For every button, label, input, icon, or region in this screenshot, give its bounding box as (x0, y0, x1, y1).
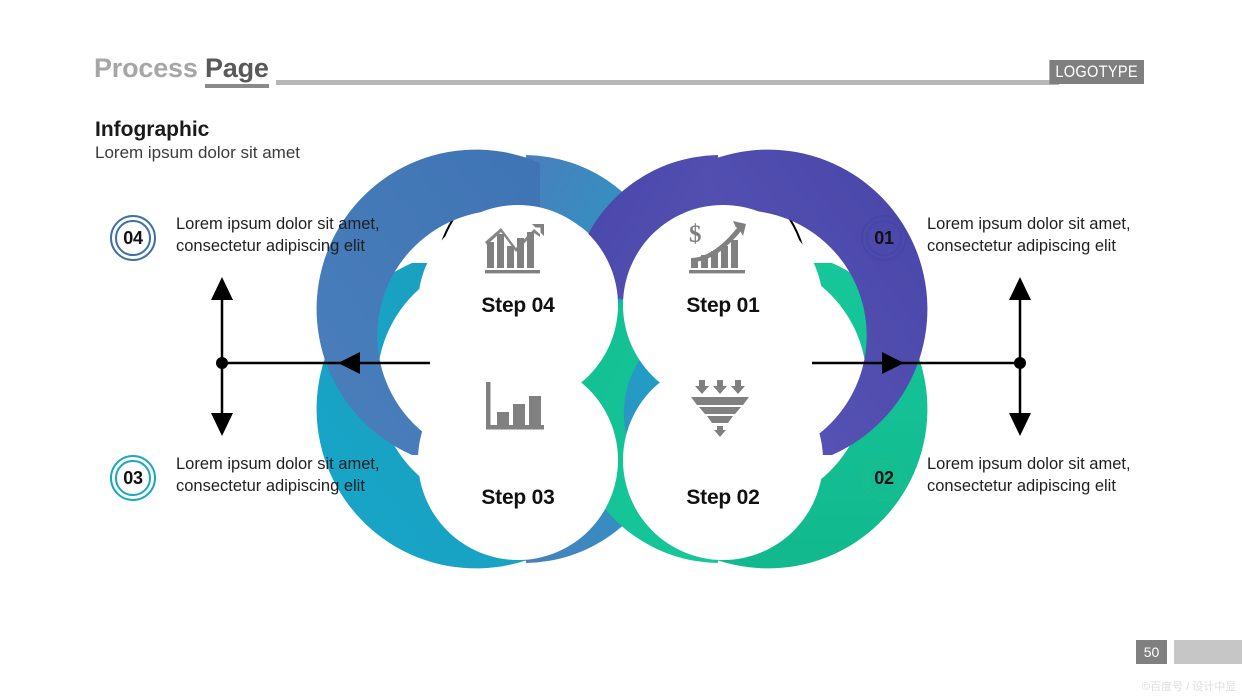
callout-04-badge: 04 (110, 215, 156, 261)
callout-01-text: Lorem ipsum dolor sit amet, consectetur … (927, 213, 1131, 258)
left-connector-arrow-down (211, 413, 233, 436)
step-04-caption: Step 04 (481, 294, 555, 317)
page-title: Process Page (94, 53, 269, 88)
logotype-badge: LOGOTYPE (1049, 60, 1144, 84)
callout-01-line1: Lorem ipsum dolor sit amet, (927, 215, 1131, 233)
callout-03-line2: consectetur adipiscing elit (176, 477, 365, 496)
left-connector (220, 295, 430, 415)
callout-04-text: Lorem ipsum dolor sit amet, consectetur … (176, 213, 380, 258)
step-02-icon-funnel (687, 378, 759, 438)
callout-02-number: 02 (874, 467, 894, 488)
step-03-arrow-head (432, 428, 447, 449)
left-connector-arrow-left (338, 352, 360, 374)
callout-02-text: Lorem ipsum dolor sit amet, consectetur … (927, 453, 1131, 498)
page-header: Process Page LOGOTYPE (0, 0, 1242, 100)
right-connector-node (1014, 357, 1026, 369)
callout-01-line2: consectetur adipiscing elit (927, 237, 1116, 256)
header-divider-rule (276, 80, 1059, 85)
callout-01-badge: 01 (861, 215, 907, 261)
footer-accent-bar (1174, 640, 1242, 664)
step-02-caption: Step 02 (686, 486, 760, 509)
callout-02-line2: consectetur adipiscing elit (927, 477, 1116, 496)
callout-04-number: 04 (123, 227, 143, 248)
right-connector-arrow-right (882, 352, 904, 374)
step-01-icon-growth-chart-dollar: $ (687, 218, 759, 278)
callout-03-line1: Lorem ipsum dolor sit amet, (176, 455, 380, 473)
page-number-badge: 50 (1136, 640, 1167, 664)
step-03-caption: Step 03 (481, 486, 555, 509)
callout-03-text: Lorem ipsum dolor sit amet, consectetur … (176, 453, 380, 498)
callout-01-number: 01 (874, 227, 894, 248)
callout-03-number: 03 (123, 467, 143, 488)
callout-02-line1: Lorem ipsum dolor sit amet, (927, 455, 1131, 473)
callout-04-line1: Lorem ipsum dolor sit amet, (176, 215, 380, 233)
svg-text:$: $ (689, 221, 702, 248)
step-04-icon-line-chart-arrow (482, 218, 554, 278)
callout-03-badge: 03 (110, 455, 156, 501)
section-heading: Infographic (95, 118, 210, 141)
callout-04-line2: consectetur adipiscing elit (176, 237, 365, 256)
callout-02-badge: 02 (861, 455, 907, 501)
watermark-text: ©百度号 / 设计中显 (1142, 681, 1237, 693)
page-title-light: Process (94, 53, 205, 83)
page-title-dark: Page (204, 53, 269, 88)
left-connector-arrow-up (211, 277, 233, 300)
step-04-arrow-head (432, 251, 447, 272)
right-connector-arrow-down (1009, 413, 1031, 436)
step-02-arrow-head (796, 428, 811, 449)
step-01-caption: Step 01 (686, 294, 760, 317)
right-connector (812, 295, 1022, 415)
step-01-arrow-head (796, 251, 811, 272)
left-connector-node (216, 357, 228, 369)
step-03-icon-bar-chart (482, 378, 554, 438)
section-subheading: Lorem ipsum dolor sit amet (95, 143, 301, 162)
right-connector-arrow-up (1009, 277, 1031, 300)
